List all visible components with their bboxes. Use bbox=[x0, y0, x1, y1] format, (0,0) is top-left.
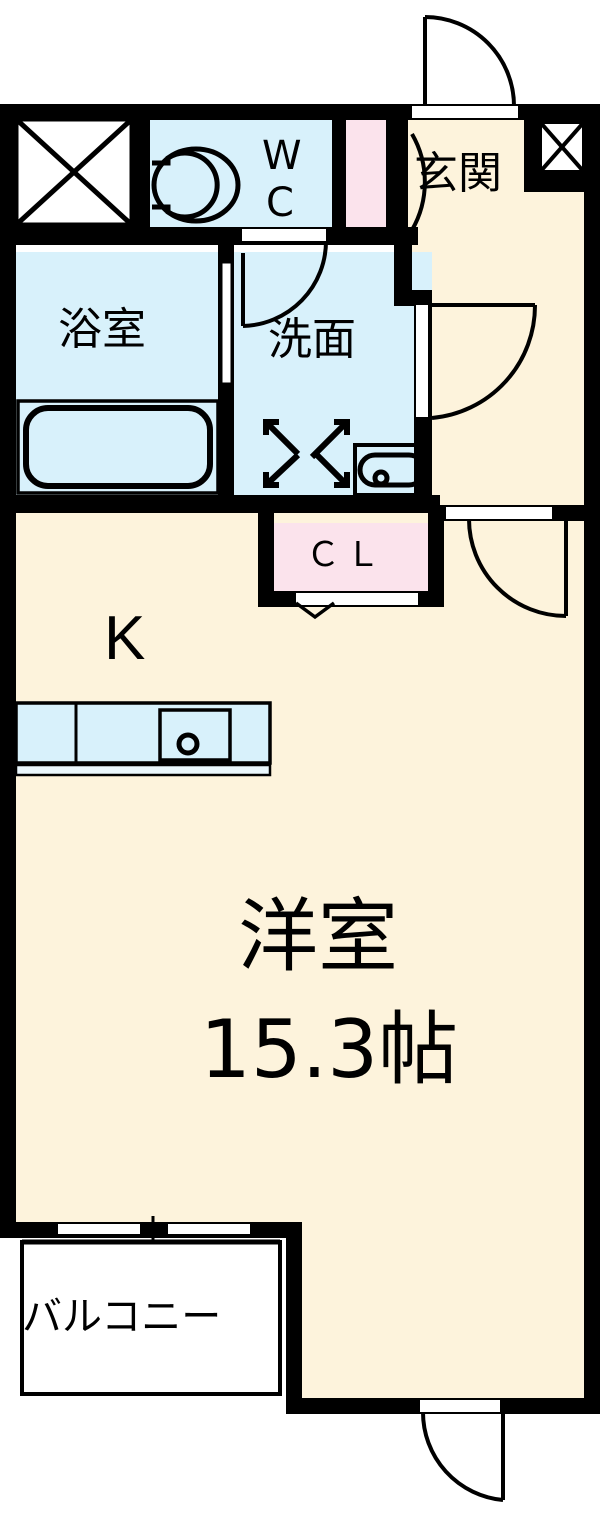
folding-door-icon bbox=[294, 601, 336, 620]
balcony-partition-wall bbox=[286, 1222, 302, 1414]
sliding-window-icon bbox=[140, 1216, 168, 1242]
toilet-icon bbox=[151, 146, 241, 224]
balcony-fill bbox=[14, 1240, 286, 1398]
sliding-door-icon bbox=[219, 260, 234, 386]
balcony-window-sill-a bbox=[58, 1224, 140, 1234]
wall-closet-entrance bbox=[386, 104, 408, 245]
pipe-shaft-icon bbox=[13, 116, 135, 228]
balcony-window-sill-b bbox=[168, 1224, 250, 1234]
closet-door-sill bbox=[296, 593, 418, 605]
toilet-fill bbox=[148, 117, 333, 227]
room-label-main-name: 洋室 bbox=[238, 890, 398, 983]
room-label-toilet-c: C bbox=[266, 180, 294, 226]
room-label-entrance: 玄関 bbox=[414, 148, 502, 199]
room-label-bathroom: 浴室 bbox=[58, 304, 146, 355]
room-label-closet: ＣＬ bbox=[306, 535, 386, 575]
swing-door-icon bbox=[410, 133, 427, 231]
exterior-wall-right bbox=[584, 104, 600, 1414]
wall-pipeshaft-right-bottom bbox=[524, 174, 600, 192]
room-label-kitchen: K bbox=[104, 604, 146, 673]
hall-room-door-sill bbox=[446, 507, 552, 519]
wall-washbasin-hall-top bbox=[394, 245, 412, 305]
bathroom-door-sill bbox=[221, 262, 232, 384]
wall-closet-left bbox=[258, 505, 274, 607]
swing-door-icon bbox=[420, 1411, 505, 1502]
room-label-balcony: バルコニー bbox=[22, 1294, 222, 1340]
entry-closet-fill bbox=[344, 117, 386, 227]
room-label-toilet-w: W bbox=[262, 133, 302, 179]
kitchen-sink-icon bbox=[14, 701, 272, 777]
hall-closet-fill bbox=[272, 523, 430, 591]
swing-door-icon bbox=[431, 303, 538, 420]
entrance-fill-upper bbox=[408, 117, 526, 187]
swing-door-icon bbox=[241, 240, 328, 328]
entrance-door-sill bbox=[412, 106, 518, 118]
wall-pipeshaft-toilet bbox=[134, 104, 150, 245]
toilet-door-sill bbox=[242, 229, 326, 241]
wall-closet-right bbox=[428, 505, 444, 607]
pipe-shaft-icon bbox=[538, 120, 586, 174]
room-exit-door-sill bbox=[420, 1400, 500, 1412]
exterior-wall-left bbox=[0, 104, 16, 1234]
room-label-main-size: 15.3帖 bbox=[200, 1003, 459, 1096]
bathtub-icon bbox=[16, 399, 220, 495]
washbasin-door-sill bbox=[416, 305, 428, 417]
wall-toilet-closet bbox=[332, 104, 346, 245]
washing-machine-space-icon bbox=[263, 419, 350, 488]
swing-door-icon bbox=[423, 15, 516, 107]
wall-pipeshaft-right-left bbox=[524, 104, 540, 192]
vanity-sink-icon bbox=[353, 443, 427, 497]
swing-door-icon bbox=[467, 518, 568, 618]
room-label-washbasin: 洗面 bbox=[268, 314, 356, 365]
balcony-outline bbox=[20, 1239, 282, 1396]
bathroom-fill bbox=[14, 252, 218, 495]
